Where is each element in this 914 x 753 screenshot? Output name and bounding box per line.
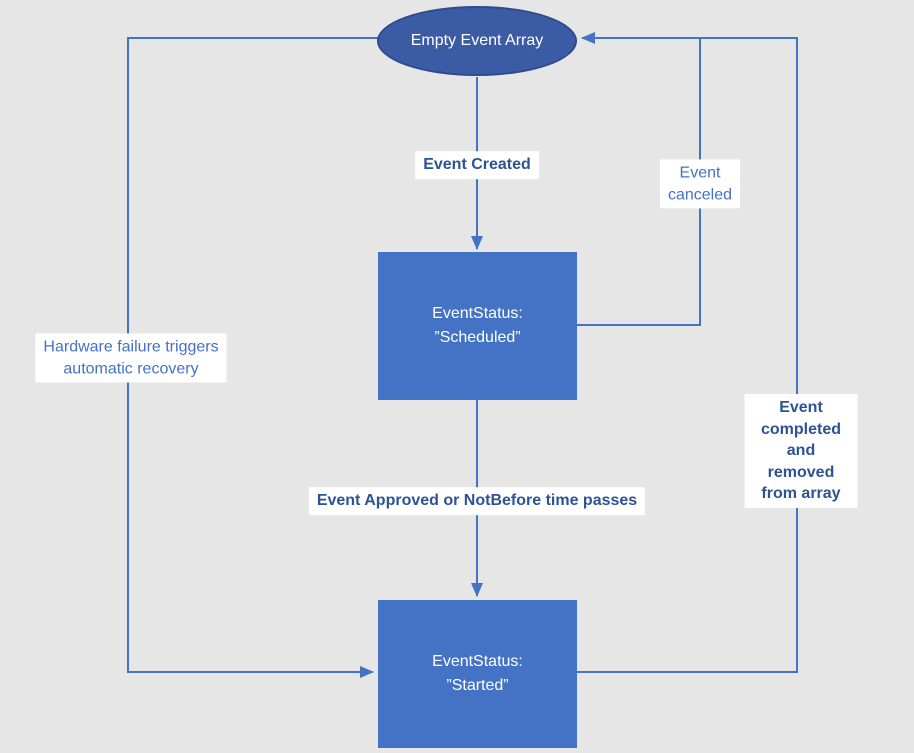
node-eventstatus-scheduled-label: EventStatus: ”Scheduled” [432,305,523,346]
edge-event-canceled-line [577,39,701,326]
edge-label-event-canceled: Event canceled [659,159,741,209]
node-empty-event-array-label: Empty Event Array [410,32,544,49]
node-eventstatus-scheduled: EventStatus: ”Scheduled” [378,252,577,400]
node-empty-event-array: Empty Event Array [377,6,577,76]
node-eventstatus-started-label: EventStatus: ”Started” [432,653,523,694]
edge-label-event-completed: Event completed and removed from array [744,394,858,508]
edge-label-hardware-failure: Hardware failure triggers automatic reco… [35,333,227,383]
edge-label-event-approved: Event Approved or NotBefore time passes [308,487,646,515]
edge-label-event-created: Event Created [415,151,539,179]
node-eventstatus-started: EventStatus: ”Started” [378,600,577,748]
edge-event-completed-line [577,32,798,673]
